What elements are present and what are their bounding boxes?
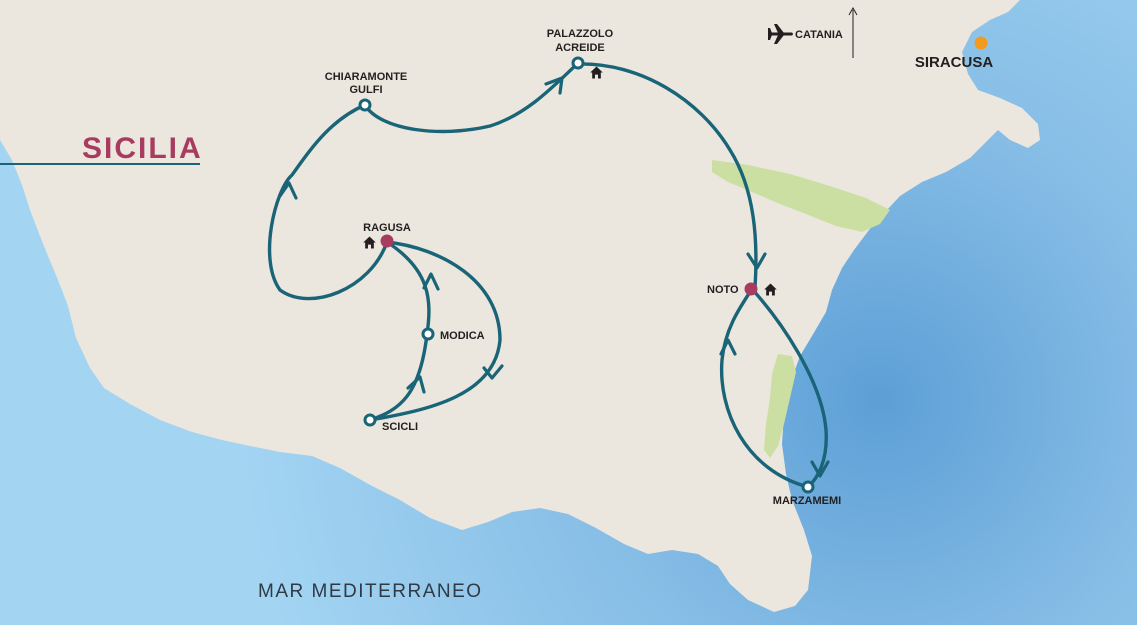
sea-label: MAR MEDITERRANEO (258, 581, 483, 602)
plane-icon (768, 24, 793, 44)
route-ragusa-scicli-outer (368, 240, 502, 422)
label-marzamemi: MARZAMEMI (773, 495, 841, 507)
route-scicli-modica (368, 332, 429, 422)
label-chiaramonte-line2: GULFI (350, 84, 383, 96)
map-title: SICILIA (82, 132, 203, 165)
arrow-scicli-modica (406, 375, 426, 394)
route-chiaramonte-palazzolo (363, 62, 579, 134)
arrow-modica-ragusa (422, 272, 440, 291)
route-ragusa-chiaramonte (267, 103, 389, 301)
arrow-to-marzamemi (810, 460, 830, 478)
label-catania: CATANIA (795, 29, 843, 41)
label-palazzolo-line2: ACREIDE (555, 42, 605, 54)
stop-marzamemi (801, 480, 815, 494)
route-marzamemi-noto (719, 287, 810, 489)
arrow-up-west (278, 181, 298, 200)
route-lines (267, 62, 828, 489)
arrow-up-noto (719, 338, 737, 356)
label-siracusa: SIRACUSA (915, 54, 994, 71)
arrow-down-east-loop (482, 364, 504, 380)
overnight-ragusa (380, 234, 394, 248)
label-modica: MODICA (440, 330, 485, 342)
arrow-to-noto (746, 252, 767, 270)
stop-modica (421, 327, 435, 341)
label-ragusa: RAGUSA (363, 222, 411, 234)
label-palazzolo-line1: PALAZZOLO (547, 28, 614, 40)
stop-chiaramonte-gulfi (358, 98, 372, 112)
route-palazzolo-noto (575, 62, 758, 290)
route-arrows (278, 76, 830, 478)
overnight-noto (744, 282, 758, 296)
arrow-to-palazzolo (544, 76, 564, 95)
north-arrow-icon (848, 6, 858, 58)
stop-palazzolo-acreide (571, 56, 585, 70)
city-siracusa-dot (974, 36, 988, 50)
label-chiaramonte-line1: CHIARAMONTE (325, 71, 408, 83)
stop-markers (358, 36, 988, 494)
reserve-area-south (764, 354, 796, 458)
label-scicli: SCICLI (382, 421, 418, 433)
sicily-land (0, 0, 1040, 612)
label-noto: NOTO (707, 284, 739, 296)
stop-scicli (363, 413, 377, 427)
reserve-area-north (712, 160, 890, 232)
